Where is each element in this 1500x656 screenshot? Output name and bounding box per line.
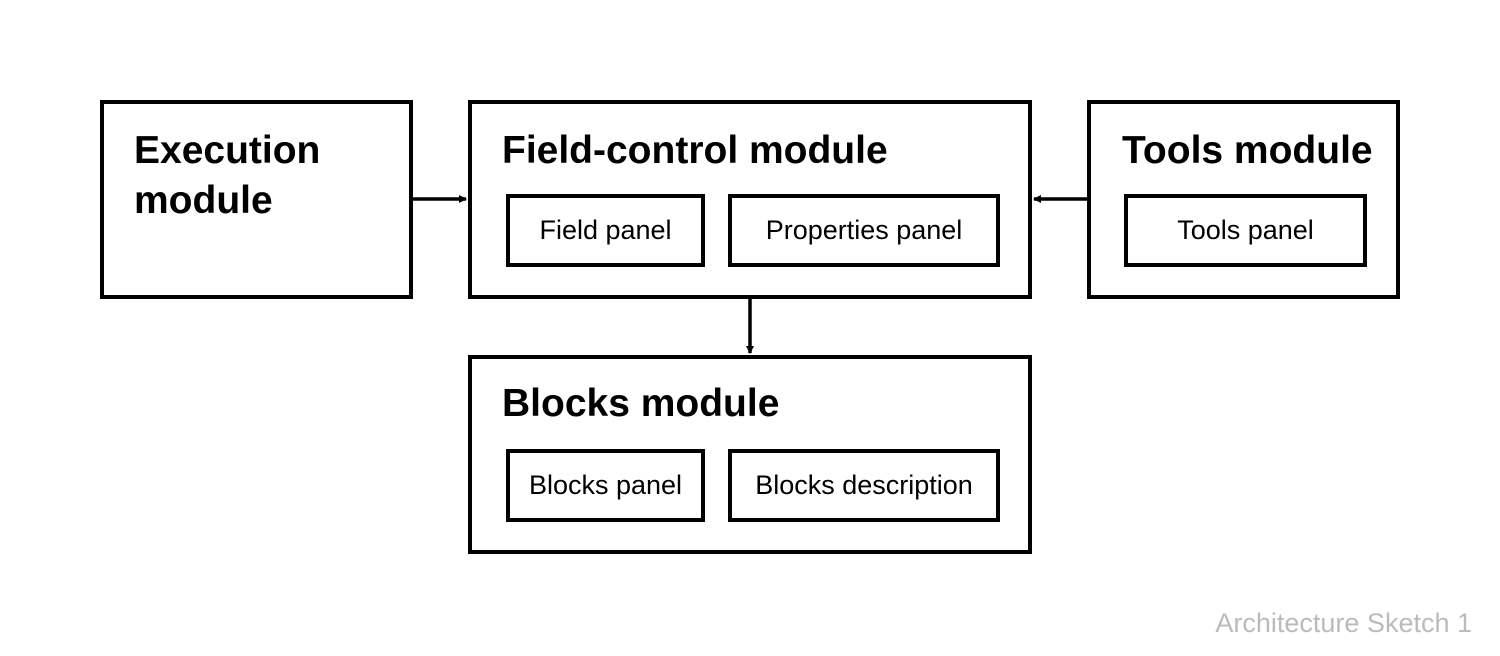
execution-module-title: Execution module xyxy=(134,129,321,222)
tools-module: Tools module Tools panel xyxy=(1087,100,1400,299)
field-panel-label: Field panel xyxy=(539,215,672,245)
diagram-caption: Architecture Sketch 1 xyxy=(1215,608,1472,638)
field-panel-box: Field panel xyxy=(506,194,705,267)
tools-panel-label: Tools panel xyxy=(1177,215,1314,245)
field-control-module-title: Field-control module xyxy=(502,129,888,172)
blocks-description-box: Blocks description xyxy=(728,449,1000,522)
blocks-description-label: Blocks description xyxy=(755,470,973,500)
properties-panel-label: Properties panel xyxy=(765,215,963,245)
blocks-module: Blocks module Blocks panel Blocks descri… xyxy=(468,355,1032,554)
blocks-panel-label: Blocks panel xyxy=(528,470,683,500)
blocks-panel-box: Blocks panel xyxy=(506,449,705,522)
field-control-module: Field-control module Field panel Propert… xyxy=(468,100,1032,299)
execution-module: Execution module xyxy=(100,100,413,299)
tools-panel-box: Tools panel xyxy=(1124,194,1367,267)
blocks-module-title: Blocks module xyxy=(502,382,780,425)
tools-module-title: Tools module xyxy=(1122,129,1373,172)
properties-panel-box: Properties panel xyxy=(728,194,1000,267)
